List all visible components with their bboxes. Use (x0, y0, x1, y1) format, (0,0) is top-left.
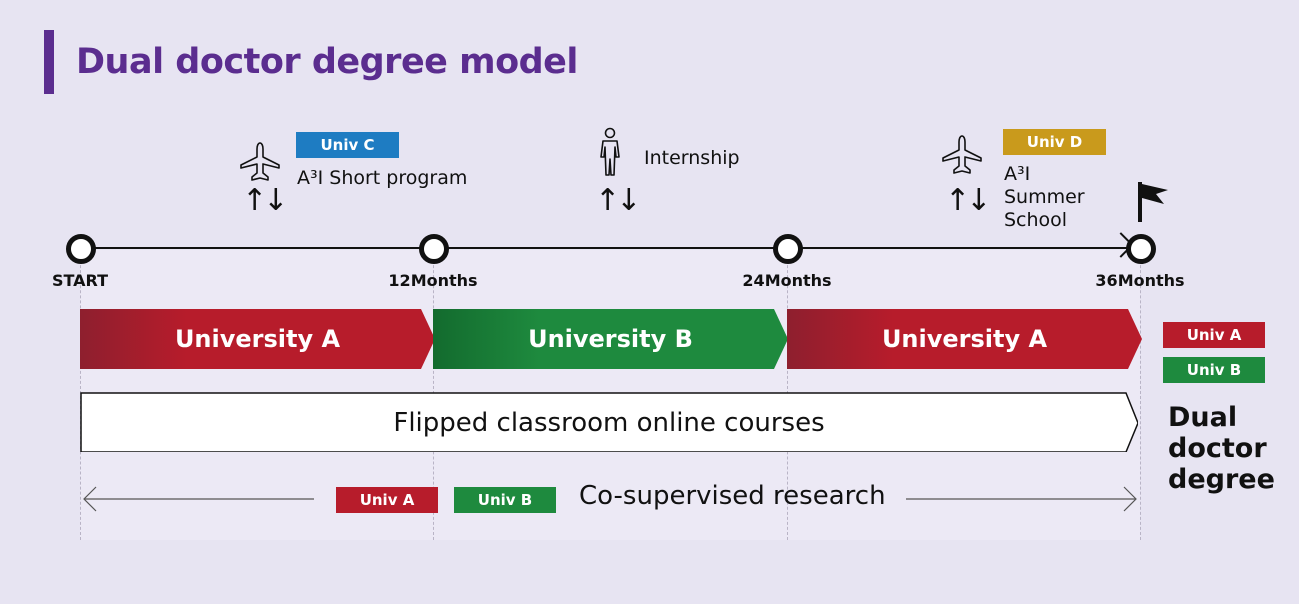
milestone-node-start (66, 234, 96, 264)
up-down-arrows-icon: ↑↓ (945, 183, 991, 218)
guide-line-36 (1140, 250, 1141, 540)
milestone-node-24 (773, 234, 803, 264)
legend-univ-b: Univ B (1163, 357, 1265, 383)
result-line-2: doctor (1168, 433, 1267, 464)
research-left-arrow (83, 486, 314, 512)
period-segment-a2 (787, 309, 1142, 369)
research-univ-b-badge: Univ B (454, 487, 556, 513)
period-segment-b (433, 309, 788, 369)
research-label: Co-supervised research (579, 481, 886, 511)
up-down-arrows-icon: ↑↓ (595, 183, 641, 218)
person-icon (597, 127, 623, 183)
result-line-3: degree (1168, 464, 1275, 495)
page-title: Dual doctor degree model (76, 42, 578, 82)
summer-school-line1: A³I (1004, 163, 1031, 185)
period-label-b: University B (528, 325, 693, 353)
short-program-label: A³I Short program (297, 167, 468, 189)
airplane-icon (940, 133, 984, 181)
title-accent-bar (44, 30, 54, 94)
legend-univ-a: Univ A (1163, 322, 1265, 348)
summer-school-line2: Summer (1004, 186, 1085, 208)
milestone-label-36: 36Months (1095, 271, 1185, 290)
up-down-arrows-icon: ↑↓ (242, 183, 288, 218)
milestone-label-24: 24Months (742, 271, 832, 290)
flag-icon (1134, 180, 1174, 228)
internship-label: Internship (644, 147, 740, 169)
research-right-arrow (906, 486, 1137, 512)
period-label-a2: University A (881, 325, 1048, 353)
period-label-a1: University A (174, 325, 341, 353)
research-univ-a-badge: Univ A (336, 487, 438, 513)
milestone-node-36 (1126, 234, 1156, 264)
summer-school-line3: School (1004, 209, 1068, 231)
airplane-icon (238, 140, 282, 188)
milestone-label-12: 12Months (388, 271, 478, 290)
univ-d-badge: Univ D (1003, 129, 1106, 155)
result-line-1: Dual (1168, 402, 1238, 433)
result-label: Dual doctor degree (1168, 402, 1275, 495)
period-segment-a1 (80, 309, 435, 369)
milestone-label-start: START (51, 271, 109, 290)
flipped-classroom-bar (80, 392, 1138, 452)
univ-c-badge: Univ C (296, 132, 399, 158)
timeline-line (80, 247, 1128, 249)
flipped-classroom-label: Flipped classroom online courses (393, 408, 825, 438)
milestone-node-12 (419, 234, 449, 264)
